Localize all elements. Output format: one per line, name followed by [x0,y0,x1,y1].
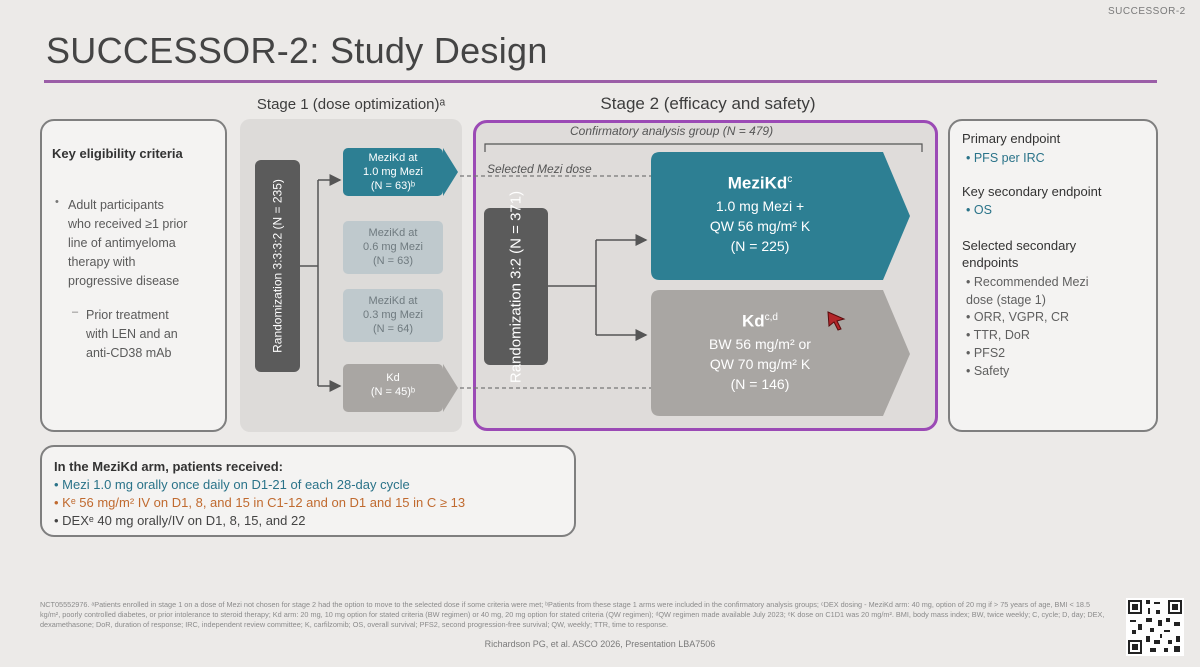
citation: Richardson PG, et al. ASCO 2026, Present… [484,639,716,649]
arm-tip-mezikd-1 [443,148,458,196]
regimen-box [40,445,576,537]
stage2-randomization-label: Randomization 3:2 (N = 371) [507,190,525,383]
qr-code-icon [1126,598,1184,656]
selected-secondary-item: • ORR, VGPR, CR [966,310,1069,324]
stage1-branch-lines [300,174,342,392]
stage1-randomization: Randomization 3:3:3:2 (N = 235) [255,160,300,372]
stage2-branch-lines [548,234,648,341]
eligibility-criterion: Adult participants who received ≥1 prior… [68,198,188,288]
selected-secondary-item: • Recommended Mezi dose (stage 1) [966,275,1089,307]
primary-endpoint-item: • PFS per IRC [966,151,1045,165]
regimen-mezi-line: • Mezi 1.0 mg orally once daily on D1-21… [54,477,410,492]
footnote: NCT05552976. ᵃPatients enrolled in stage… [40,600,1105,629]
stage2-arm-mezikd-body: 1.0 mg Mezi + QW 56 mg/m² K (N = 225) [709,197,811,254]
stage2-arm-mezikd: MeziKdc 1.0 mg Mezi + QW 56 mg/m² K (N =… [660,168,860,256]
primary-endpoint-heading: Primary endpoint [962,131,1061,146]
selected-secondary-item: • Safety [966,364,1010,378]
stage2-arm-kd-title: Kdc,d [741,311,778,331]
regimen-title: In the MeziKd arm, patients received: [54,459,284,474]
stage1-arm-mezikd-1mg: MeziKd at 1.0 mg Mezi (N = 63)ᵇ [343,148,443,196]
selected-dose-label: Selected Mezi dose [487,162,592,176]
confirmatory-bracket [484,143,923,152]
stage2-arm-kd: Kdc,d BW 56 mg/m² or QW 70 mg/m² K (N = … [660,306,860,394]
regimen-dex-line: • DEXᵉ 40 mg orally/IV on D1, 8, 15, and… [54,513,306,528]
stage2-arm-mezikd-title: MeziKdc [727,173,793,193]
arm-tip-kd-s1 [443,364,458,412]
regimen-k-line: • Kᵉ 56 mg/m² IV on D1, 8, and 15 in C1-… [54,495,466,510]
eligibility-subcriterion: Prior treatment with LEN and an anti-CD3… [86,308,178,360]
stage2-randomization: Randomization 3:2 (N = 371) [484,190,548,383]
selected-secondary-heading: Selected secondary endpoints [962,238,1077,270]
header-tag: SUCCESSOR-2 [1108,6,1186,17]
endpoints-box [948,119,1158,432]
stage2-arm-mezikd-shape [651,152,910,280]
stage2-arm-kd-body: BW 56 mg/m² or QW 70 mg/m² K (N = 146) [709,335,811,392]
confirmatory-analysis-label: Confirmatory analysis group (N = 479) [570,124,774,138]
stage2-arm-kd-shape [651,290,910,416]
bullet-icon: • [55,196,59,208]
stage2-label: Stage 2 (efficacy and safety) [600,94,816,113]
eligibility-title: Key eligibility criteria [52,146,183,161]
key-secondary-heading: Key secondary endpoint [962,184,1102,199]
cursor-icon [827,311,846,331]
page-title: SUCCESSOR-2: Study Design [46,30,548,71]
dash-icon: – [72,306,79,318]
stage1-randomization-label: Randomization 3:3:3:2 (N = 235) [270,179,284,353]
title-divider [44,80,1157,83]
stage1-arm-mezikd-0.6mg: MeziKd at 0.6 mg Mezi (N = 63) [343,221,443,274]
selected-secondary-item: • TTR, DoR [966,328,1030,342]
stage1-arm-mezikd-0.3mg: MeziKd at 0.3 mg Mezi (N = 64) [343,289,443,342]
selected-secondary-item: • PFS2 [966,346,1006,360]
stage1-arm-kd: Kd (N = 45)ᵇ [343,364,443,412]
stage1-label: Stage 1 (dose optimization)ᵃ [256,96,446,113]
eligibility-box [40,119,227,432]
key-secondary-item: • OS [966,203,992,217]
